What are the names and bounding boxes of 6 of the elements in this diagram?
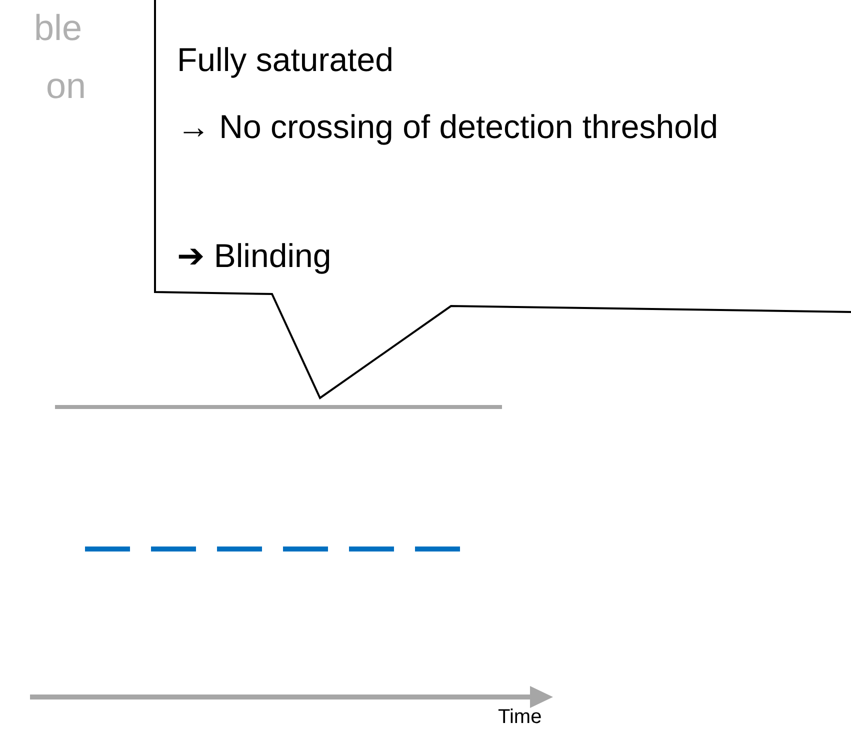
partial-heading-text: ble [34,8,82,48]
partial-heading-text: on [46,66,86,106]
callout-text: → No crossing of detection threshold [177,107,720,147]
axis-label: Time [498,706,542,729]
callout-text: Fully saturated [177,40,394,80]
callout-text: ➔ Blinding [177,236,332,276]
